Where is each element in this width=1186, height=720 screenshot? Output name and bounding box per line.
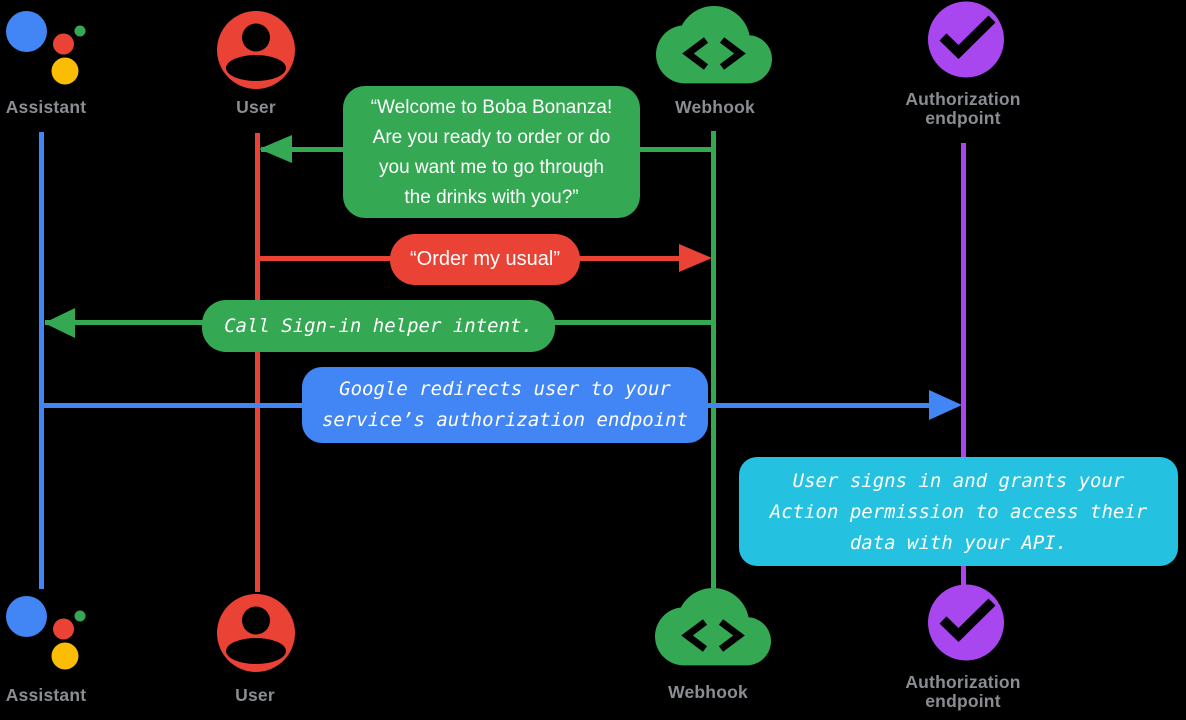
google-assistant-icon	[6, 596, 86, 670]
user-icon	[217, 594, 295, 672]
authorization-endpoint-lifeline	[961, 143, 966, 585]
code-brackets-icon	[682, 37, 709, 70]
code-brackets-icon	[681, 619, 708, 652]
bubble-text-line: “Welcome to Boba Bonanza!	[370, 97, 613, 118]
bubble-text-line: service’s authorization endpoint	[321, 409, 689, 431]
checkmark-icon	[939, 598, 996, 642]
note-bubble-user-signin: User signs in and grants your Action per…	[739, 457, 1178, 566]
google-assistant-icon	[6, 11, 86, 85]
bubble-text-line: Google redirects user to your	[339, 378, 671, 400]
code-bubble-signin-helper: Call Sign-in helper intent.	[202, 300, 555, 352]
assistant-lifeline	[39, 132, 44, 589]
bubble-text-line: data with your API.	[849, 532, 1068, 554]
bubble-text-line: Are you ready to order or do	[372, 127, 611, 148]
webhook-cloud-icon	[656, 6, 772, 84]
user-label: User	[236, 97, 276, 117]
assistant-label: Assistant	[5, 685, 87, 705]
arrowhead-right-icon	[929, 390, 962, 420]
webhook-cloud-icon	[655, 588, 771, 666]
webhook-label: Webhook	[675, 97, 755, 117]
bubble-text-line: you want me to go through	[379, 157, 604, 178]
webhook-lifeline	[711, 131, 716, 588]
bubble-text-line: User signs in and grants your	[792, 470, 1125, 492]
arrowhead-right-icon	[679, 244, 712, 272]
code-bubble-redirect: Google redirects user to your service’s …	[302, 367, 708, 443]
bubble-text-line: Action permission to access their	[769, 501, 1148, 523]
bubble-text-line: the drinks with you?”	[404, 187, 579, 208]
authorization-endpoint-label: Authorization endpoint	[905, 89, 1021, 128]
arrowhead-left-icon	[44, 308, 75, 338]
user-icon	[217, 11, 295, 89]
speech-bubble-welcome: “Welcome to Boba Bonanza! Are you ready …	[343, 86, 640, 218]
user-label: User	[235, 685, 275, 705]
authorization-check-circle-icon	[928, 584, 1004, 661]
arrowhead-left-icon	[259, 135, 292, 163]
assistant-label: Assistant	[5, 97, 87, 117]
user-lifeline	[255, 133, 260, 592]
authorization-check-circle-icon	[928, 1, 1004, 78]
speech-bubble-order: “Order my usual”	[390, 234, 580, 285]
checkmark-icon	[939, 15, 996, 59]
authorization-endpoint-label: Authorization endpoint	[905, 672, 1021, 711]
webhook-label: Webhook	[668, 682, 748, 702]
